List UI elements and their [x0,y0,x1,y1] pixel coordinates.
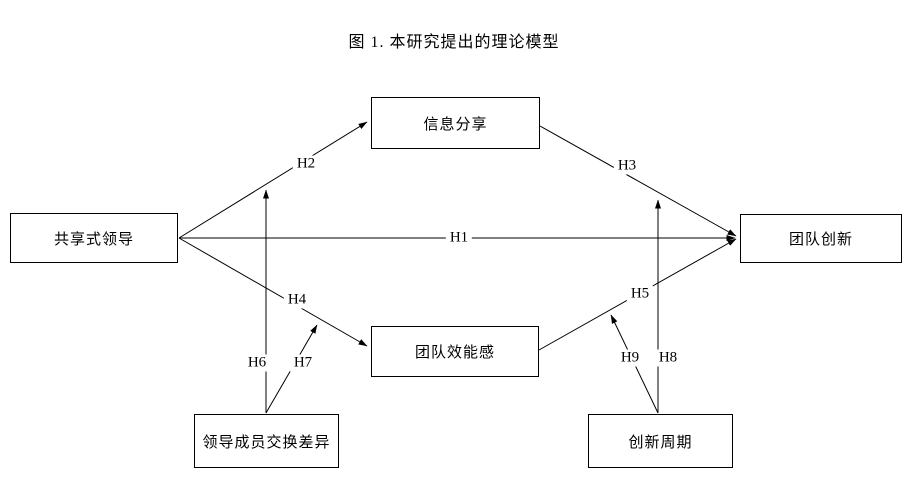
node-lmx-differentiation: 领导成员交换差异 [194,414,339,468]
edge-h3-arrow [539,125,737,237]
node-shared-leadership: 共享式领导 [10,213,178,263]
node-information-sharing: 信息分享 [371,97,540,149]
edge-label-h9: H9 [616,349,644,367]
figure-title: 图 1. 本研究提出的理论模型 [348,34,560,51]
edge-label-h3: H3 [613,157,641,175]
node-innovation-cycle: 创新周期 [588,414,733,468]
node-team-innovation: 团队创新 [740,214,902,263]
edge-label-h7: H7 [289,354,317,372]
edge-label-h4: H4 [283,291,311,309]
edge-label-h1: H1 [445,229,473,247]
edge-h4-arrow [178,237,368,347]
edge-label-h6: H6 [243,354,271,372]
edge-h2-arrow [178,121,368,239]
edge-label-h2: H2 [292,155,320,173]
edge-label-h5: H5 [626,285,654,303]
node-team-efficacy: 团队效能感 [371,326,539,377]
edge-label-h8: H8 [654,349,682,367]
